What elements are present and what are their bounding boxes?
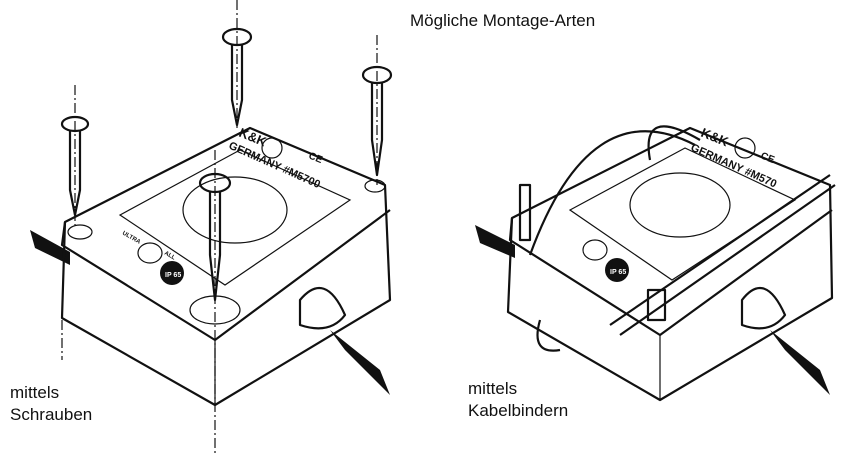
ce-mark: CE <box>759 151 776 167</box>
cable-tie-head-icon <box>646 288 667 322</box>
caption-screws: mittels Schrauben <box>10 382 92 426</box>
cable-tie-diagonal <box>609 174 831 326</box>
screw-icon <box>221 0 253 128</box>
ip-badge <box>160 261 184 285</box>
model-label: GERMANY #M5700 <box>227 140 322 191</box>
ip-rating-label: IP 65 <box>165 272 181 279</box>
cable-tie-loop <box>528 130 696 256</box>
ip-rating-label: IP 65 <box>610 269 626 276</box>
sensor-window <box>118 149 352 286</box>
ultra-label: ULTRA <box>121 231 142 246</box>
cable-right <box>330 330 390 395</box>
caption-screws-line2: Schrauben <box>10 405 93 424</box>
device-cable-tie-mounted: IP 65 K&K GERMANY #M570 CE <box>475 125 836 402</box>
ip-badge <box>605 258 629 282</box>
caption-cable-ties-line2: Kabelbindern <box>468 401 569 420</box>
cable-tie-head-icon <box>518 183 532 242</box>
page-title: Mögliche Montage-Arten <box>410 11 596 30</box>
ultra-label-end: ALL <box>163 251 176 262</box>
cable-tie-top <box>647 125 701 161</box>
cable-right <box>770 330 830 395</box>
cable-gland <box>740 287 787 330</box>
housing-outline <box>60 126 392 407</box>
screw-icon <box>198 150 232 454</box>
cable-left <box>475 225 515 258</box>
model-label: GERMANY #M570 <box>689 142 779 191</box>
device-screw-mounted: IP 65 K&K GERMANY #M5700 CE ULTRA ALL <box>30 0 393 454</box>
caption-cable-ties: mittels Kabelbindern <box>468 378 568 422</box>
sensor-disc <box>182 176 288 244</box>
screw-icon <box>60 85 90 225</box>
ce-mark: CE <box>307 151 324 167</box>
cable-gland <box>298 287 347 330</box>
caption-cable-ties-line1: mittels <box>468 379 518 398</box>
sensor-disc <box>629 172 731 238</box>
screw-icon <box>361 35 393 185</box>
caption-screws-line1: mittels <box>10 383 60 402</box>
housing-outline <box>506 126 834 402</box>
cable-left <box>30 230 70 265</box>
